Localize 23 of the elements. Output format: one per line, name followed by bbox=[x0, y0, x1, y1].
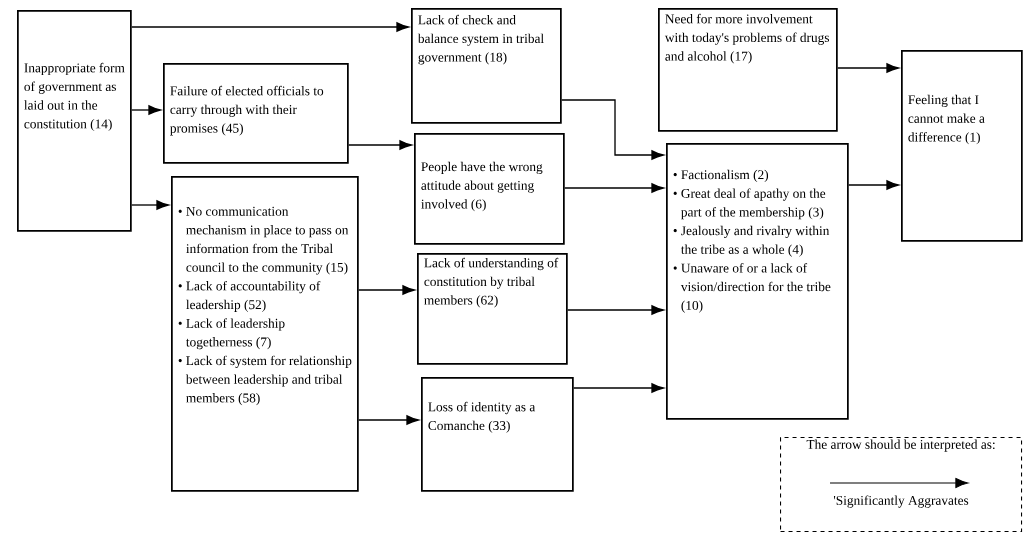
arrow bbox=[567, 305, 664, 315]
arrow bbox=[131, 22, 409, 32]
process-box: Failure of elected officials to carry through with their promises (45) bbox=[163, 63, 349, 164]
process-box: Need for more involvement with today's problems of drugs and alcohol (17) bbox=[658, 8, 838, 132]
legend-box: The arrow should be interpreted as: 'Significantly Aggravates bbox=[780, 437, 1023, 533]
arrow bbox=[358, 415, 419, 425]
process-box: • Factionalism (2) • Great deal of apathy on the part of the membership (3) • Jealously and rivalry within the tribe as a whole (4) • Unaware of or a lack of vision/direction for the tribe (10) bbox=[666, 143, 849, 420]
arrow bbox=[837, 63, 899, 73]
arrow bbox=[131, 105, 161, 115]
process-box: Feeling that I cannot make a difference (1) bbox=[901, 50, 1023, 242]
process-box: Loss of identity as a Comanche (33) bbox=[421, 377, 574, 492]
arrow bbox=[848, 180, 899, 190]
arrow bbox=[561, 99, 664, 160]
process-box: Lack of check and balance system in tribal government (18) bbox=[411, 8, 562, 124]
arrow bbox=[348, 140, 412, 150]
arrow bbox=[358, 285, 415, 295]
process-box: Lack of understanding of constitution by tribal members (62) bbox=[417, 253, 568, 365]
arrow bbox=[573, 383, 664, 393]
process-box: • No communication mechanism in place to pass on information from the Tribal council to the community (15) • Lack of accountability of leadership (52) • Lack of leadership togetherness (7) • Lack of system for relationship between leadership and tribal members (58) bbox=[171, 176, 359, 492]
arrow bbox=[131, 200, 169, 210]
process-box: People have the wrong attitude about getting involved (6) bbox=[414, 133, 565, 245]
arrow bbox=[564, 183, 664, 193]
process-box: Inappropriate form of government as laid out in the constitution (14) bbox=[17, 10, 132, 232]
